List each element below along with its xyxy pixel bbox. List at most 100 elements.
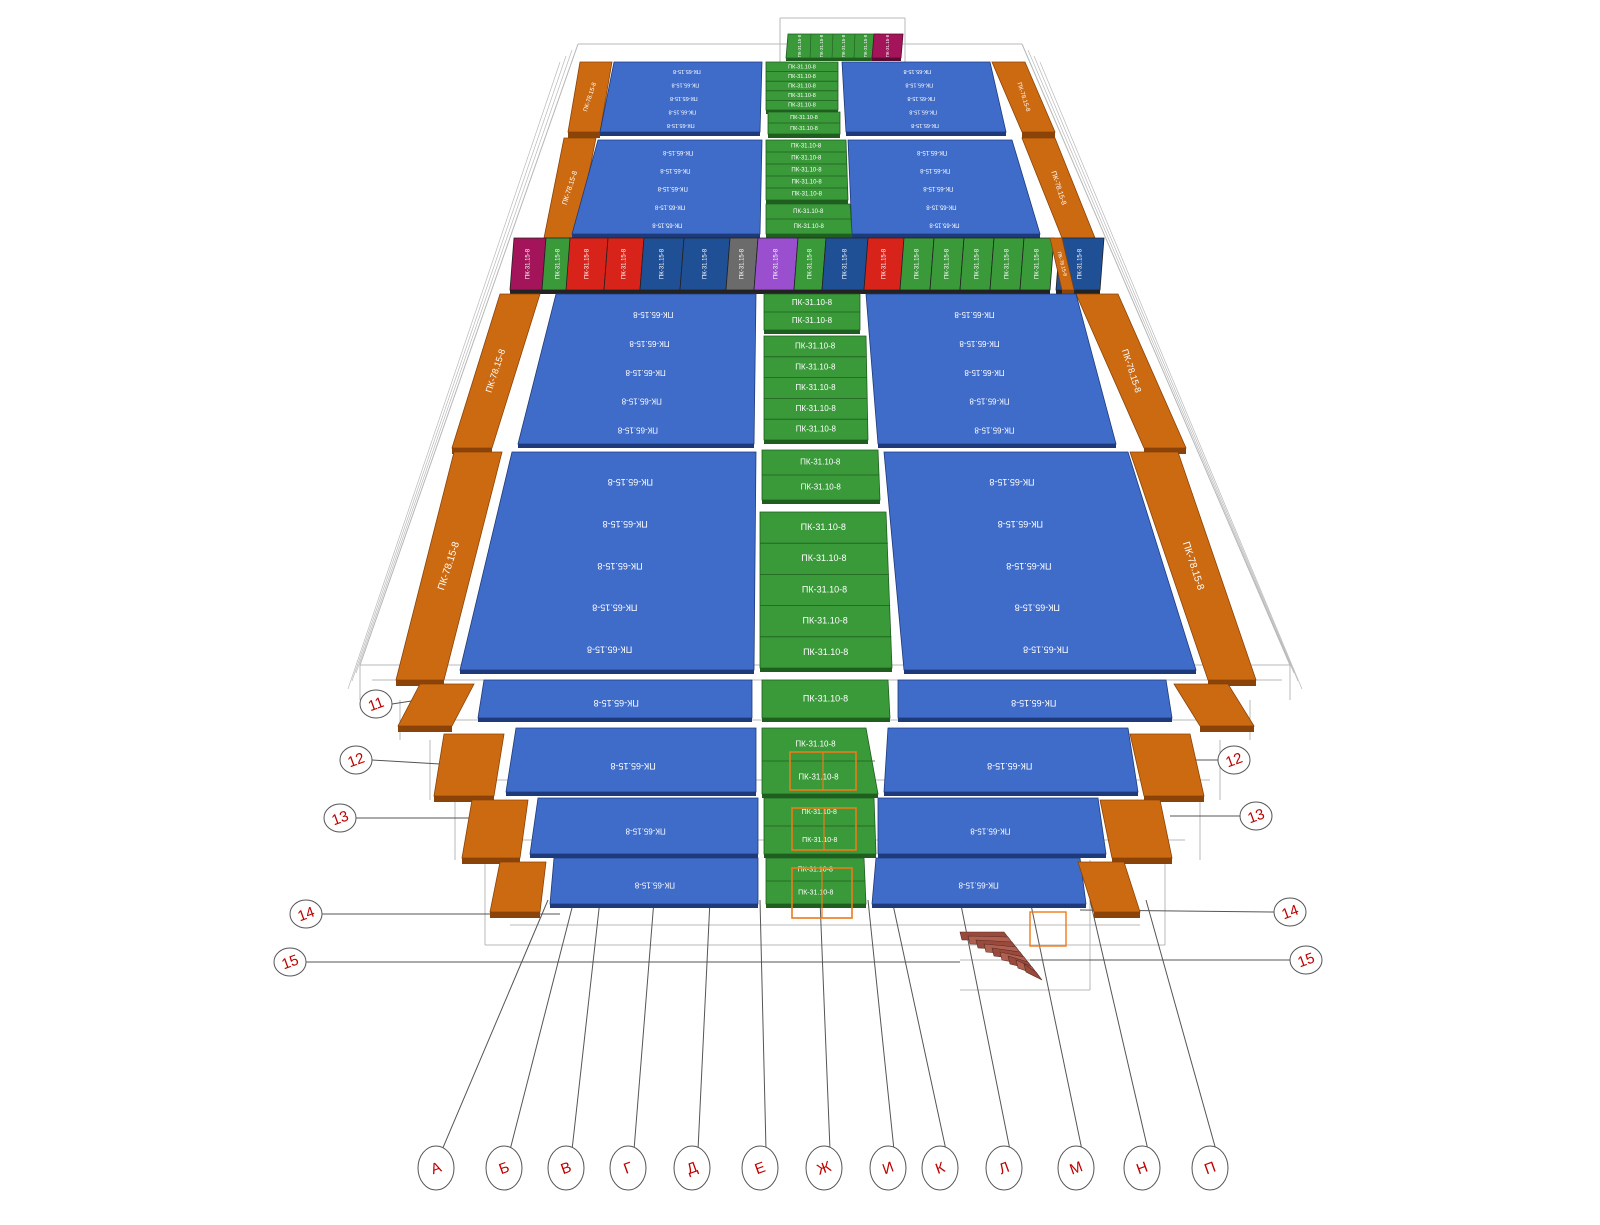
axis-label: 12 [345, 750, 366, 772]
beam-upper-right-1: ПК-78.15-8 [991, 61, 1056, 138]
corridor-slab-group: ПК-31.10-8ПК-31.10-8 [763, 797, 877, 858]
slab-label: ПК-31.15-8 [703, 248, 709, 279]
slab-label: ПК-65.15-8 [625, 368, 666, 377]
slab-label: ПК-31.10-8 [798, 773, 839, 782]
slab-label: ПК-31.15-8 [1005, 248, 1011, 279]
row-axis-bubble-left: 14 [289, 899, 323, 929]
beam-step-left [489, 861, 547, 918]
column-axis-bubble: К [921, 1145, 959, 1191]
corridor-slab-group: ПК-31.10-8ПК-31.10-8 [765, 857, 867, 908]
beam-step-left [433, 733, 505, 802]
frame-edge [359, 43, 579, 666]
frame-edge [1021, 43, 1291, 666]
slab-label: ПК-31.10-8 [791, 156, 822, 162]
slab-label: ПК-31.15-8 [882, 248, 888, 279]
slab-label: ПК-65.15-8 [969, 397, 1010, 406]
slab-label: ПК-31.10-8 [795, 740, 836, 749]
hollowcore-slab-group: ПК-65.15-8ПК-65.15-8ПК-65.15-8ПК-65.15-8… [599, 61, 763, 136]
slab-label: ПК-31.15-8 [556, 248, 562, 279]
column-axis-bubble: Ж [805, 1145, 843, 1191]
column-axis-bubble: М [1057, 1145, 1095, 1191]
slab-label: ПК-65.15-8 [954, 310, 995, 319]
band-slab: ПК-31.15-8 [989, 237, 1025, 294]
slab-label: ПК-65.15-8 [672, 81, 700, 87]
column-axis-bubble: И [869, 1145, 907, 1191]
column-axis-bubble: Г [609, 1145, 647, 1191]
hollowcore-slab-group: ПК-65.15-8ПК-65.15-8ПК-65.15-8ПК-65.15-8… [459, 451, 757, 674]
axis-label: 12 [1223, 750, 1244, 772]
slab-label: ПК-65.15-8 [621, 397, 662, 406]
band-slab: ПК-31.15-8 [679, 237, 731, 294]
slab-label: ПК-31.10-8 [792, 192, 823, 198]
row-axis-bubble-left: 15 [273, 947, 307, 977]
slab-label: ПК-65.15-8 [1023, 645, 1068, 655]
slab-label: ПК-65.15-8 [987, 761, 1032, 771]
band-slab: ПК-31.15-8 [821, 237, 869, 294]
band-slab: ПК-31.15-8 [929, 237, 965, 294]
slab-label: ПК-31.15-8 [797, 34, 802, 57]
hollowcore-slab-group: ПК-65.15-8ПК-65.15-8ПК-65.15-8ПК-65.15-8… [841, 61, 1007, 136]
column-axis-bubble: А [417, 1145, 455, 1191]
slab-label: ПК-65.15-8 [662, 149, 693, 155]
column-axis-bubble: Л [985, 1145, 1023, 1191]
slab-label: ПК-31.10-8 [796, 425, 837, 434]
hollowcore-slab-group: ПК-65.15-8ПК-65.15-8ПК-65.15-8ПК-65.15-8… [883, 451, 1197, 674]
slab-label: ПК-31.10-8 [801, 553, 846, 563]
band-slab: ПК-31.15-8 [639, 237, 685, 294]
corridor-slab-group: ПК-31.10-8ПК-31.10-8ПК-31.10-8ПК-31.10-8… [765, 139, 849, 204]
axis-label: 14 [1279, 902, 1300, 924]
slab-label: ПК-65.15-8 [594, 698, 639, 708]
slab-label: ПК-65.15-8 [909, 108, 937, 114]
slab-label: ПК-31.10-8 [788, 64, 816, 70]
hollowcore-slab-group: ПК-65.15-8ПК-65.15-8ПК-65.15-8ПК-65.15-8… [517, 293, 757, 448]
slab-label: ПК-31.10-8 [792, 316, 833, 325]
slab-label: ПК-31.10-8 [802, 584, 847, 594]
band-slab: ПК-31.15-8 [899, 237, 935, 294]
corridor-slab-group: ПК-31.10-8ПК-31.10-8 [765, 203, 853, 238]
beam-band-right: ПК-78.15-8 [1049, 237, 1075, 296]
slab-label: ПК-65.15-8 [629, 339, 670, 348]
frame-edge [1039, 61, 1303, 690]
hollowcore-slab-group: ПК-65.15-8 [877, 797, 1107, 858]
frame-edge [355, 49, 573, 674]
slab-label: ПК-65.15-8 [633, 310, 674, 319]
slab-label: ПК-65.15-8 [1011, 698, 1056, 708]
corridor-slab-group: ПК-31.10-8ПК-31.10-8 [761, 449, 881, 504]
band-slab: ПК-31.15-8 [541, 237, 575, 294]
row-axis-bubble-left: 11 [359, 689, 393, 719]
slab-label: ПК-65.15-8 [670, 95, 698, 101]
band-slab: ПК-31.15-8 [725, 237, 759, 294]
slab-label: ПК-65.15-8 [617, 425, 658, 434]
top-magenta-block: ПК-31.15-8 [871, 33, 904, 61]
band-slab: ПК-31.15-8 [863, 237, 905, 294]
slab-label: ПК-65.15-8 [608, 477, 653, 487]
band-slab: ПК-31.15-8 [509, 237, 547, 294]
slab-label: ПК-31.10-8 [793, 209, 824, 215]
axis-label: 15 [279, 952, 300, 974]
slab-label: ПК-65.15-8 [597, 561, 642, 571]
slab-label: ПК-31.10-8 [795, 342, 836, 351]
beam-step-left [397, 683, 475, 732]
slab-label: ПК-65.15-8 [592, 603, 637, 613]
axis-label: 14 [295, 904, 316, 926]
column-axis-bubble: Е [741, 1145, 779, 1191]
slab-label: ПК-31.15-8 [885, 34, 890, 57]
corridor-slab-group: ПК-31.10-8ПК-31.10-8ПК-31.10-8ПК-31.10-8… [765, 61, 839, 114]
slab-label: ПК-31.10-8 [798, 889, 833, 896]
corridor-slab-group: ПК-31.10-8 [761, 679, 891, 722]
hollowcore-slab-group: ПК-65.15-8 [897, 679, 1173, 722]
slab-label: ПК-65.15-8 [1015, 603, 1060, 613]
corridor-slab-group: ПК-31.10-8ПК-31.10-8 [767, 111, 841, 138]
slab-label: ПК-65.15-8 [989, 477, 1034, 487]
row-axis-bubble-left: 12 [339, 745, 373, 775]
slab-label: ПК-65.15-8 [923, 185, 954, 191]
row-axis-bubble-right: 15 [1289, 945, 1323, 975]
slab-label: ПК-31.15-8 [660, 248, 666, 279]
axis-label: Ж [815, 1158, 834, 1179]
slab-label: ПК-31.10-8 [794, 224, 825, 230]
column-axis-bubble: Н [1123, 1145, 1161, 1191]
elevator-shaft-icon [1029, 911, 1067, 947]
slab-label: ПК-65.15-8 [657, 185, 688, 191]
